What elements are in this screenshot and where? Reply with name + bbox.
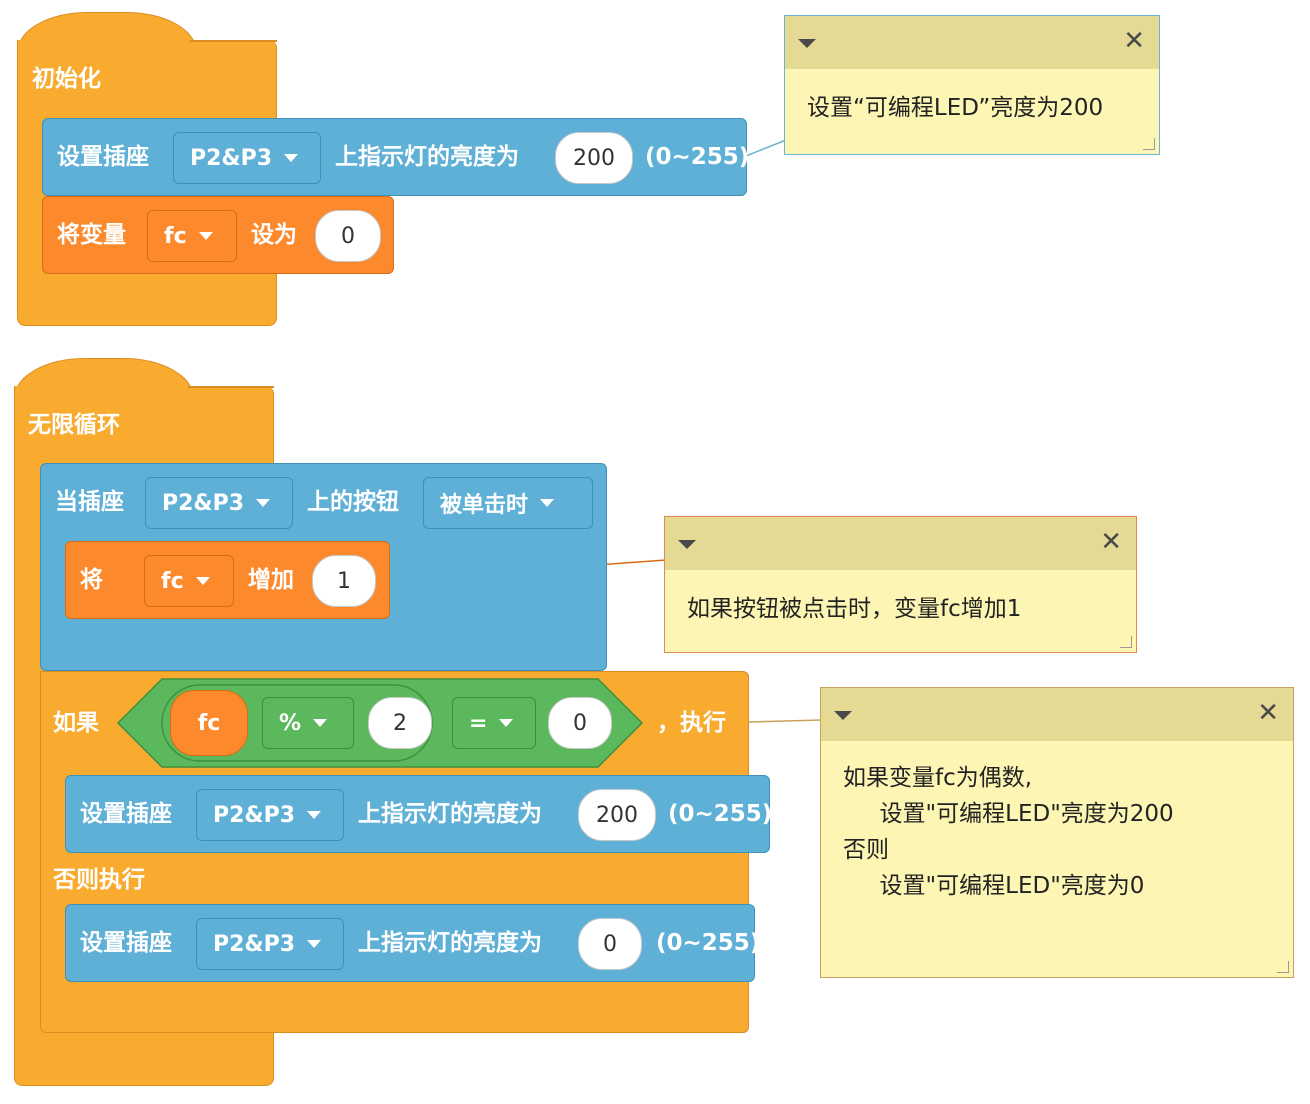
loop-hat-label: 无限循环 [28, 412, 120, 438]
chevron-down-icon [284, 154, 299, 162]
increase-value-input[interactable]: 1 [312, 555, 376, 607]
else-label: 否则执行 [53, 867, 145, 893]
variable-value-input[interactable]: 0 [315, 210, 381, 262]
modulo-value-input[interactable]: 2 [368, 697, 432, 749]
equals-operator-dropdown[interactable]: = [452, 697, 536, 749]
comment-box-2[interactable]: ✕ 如果按钮被点击时，变量fc增加1 [664, 516, 1137, 653]
chevron-down-icon [307, 940, 322, 948]
when-port-label: 当插座 [55, 489, 124, 515]
comment-box-1[interactable]: ✕ 设置“可编程LED”亮度为200 [784, 15, 1160, 155]
brightness-input[interactable]: 0 [578, 918, 642, 970]
equals-value-input[interactable]: 0 [548, 697, 612, 749]
port-dropdown[interactable]: P2&P3 [173, 132, 321, 184]
close-icon[interactable]: ✕ [1100, 527, 1122, 557]
chevron-down-icon [313, 719, 328, 727]
comment-header[interactable] [665, 517, 1136, 570]
resize-grip-icon[interactable] [1277, 961, 1289, 973]
close-icon[interactable]: ✕ [1257, 698, 1279, 728]
comment-text[interactable]: 如果按钮被点击时，变量fc增加1 [687, 596, 1022, 622]
set-variable-label: 将变量 [57, 222, 126, 248]
variable-reporter[interactable]: fc [170, 690, 248, 756]
triangle-down-icon[interactable] [678, 540, 696, 549]
range-label: (0~255) [668, 801, 773, 827]
port-dropdown[interactable]: P2&P3 [196, 918, 344, 970]
chevron-down-icon [256, 499, 271, 507]
range-label: (0~255) [645, 144, 750, 170]
event-dropdown[interactable]: 被单击时 [423, 477, 593, 529]
set-led-label: 设置插座 [57, 144, 149, 170]
variable-dropdown[interactable]: fc [147, 210, 237, 262]
modulo-operator-dropdown[interactable]: % [262, 697, 354, 749]
triangle-down-icon[interactable] [798, 39, 816, 48]
button-label: 上的按钮 [307, 489, 399, 515]
set-to-label: 设为 [251, 222, 297, 248]
resize-grip-icon[interactable] [1120, 636, 1132, 648]
chevron-down-icon [195, 577, 210, 585]
brightness-input[interactable]: 200 [578, 789, 656, 841]
if-label: 如果 [53, 710, 99, 736]
then-label: ，执行 [657, 710, 726, 736]
resize-grip-icon[interactable] [1143, 138, 1155, 150]
comment-box-3[interactable]: ✕ 如果变量fc为偶数, 设置"可编程LED"亮度为200 否则 设置"可编程L… [820, 687, 1294, 978]
chevron-down-icon [499, 719, 514, 727]
port-dropdown[interactable]: P2&P3 [145, 477, 293, 529]
brightness-label: 上指示灯的亮度为 [335, 144, 519, 170]
change-variable-block[interactable]: 将 fc 增加 1 [65, 541, 390, 619]
then-set-led-block[interactable]: 设置插座 P2&P3 上指示灯的亮度为 200 (0~255) [65, 775, 773, 853]
close-icon[interactable]: ✕ [1123, 26, 1145, 56]
port-dropdown[interactable]: P2&P3 [196, 789, 344, 841]
comment-text[interactable]: 设置“可编程LED”亮度为200 [807, 95, 1104, 121]
comment-header[interactable] [821, 688, 1293, 741]
brightness-input[interactable]: 200 [555, 132, 633, 184]
change-label: 将 [80, 567, 103, 593]
chevron-down-icon [540, 499, 555, 507]
set-led-block[interactable]: 设置插座 P2&P3 上指示灯的亮度为 200 (0~255) [42, 118, 750, 196]
chevron-down-icon [307, 811, 322, 819]
brightness-label: 上指示灯的亮度为 [358, 930, 542, 956]
set-variable-block[interactable]: 将变量 fc 设为 0 [42, 196, 394, 274]
set-led-label: 设置插座 [80, 930, 172, 956]
range-label: (0~255) [656, 930, 761, 956]
comment-text[interactable]: 如果变量fc为偶数, 设置"可编程LED"亮度为200 否则 设置"可编程LED… [843, 765, 1174, 899]
set-led-label: 设置插座 [80, 801, 172, 827]
variable-dropdown[interactable]: fc [144, 555, 234, 607]
chevron-down-icon [198, 232, 213, 240]
else-set-led-block[interactable]: 设置插座 P2&P3 上指示灯的亮度为 0 (0~255) [65, 904, 760, 982]
comment-header[interactable] [785, 16, 1159, 69]
triangle-down-icon[interactable] [834, 711, 852, 720]
increase-label: 增加 [248, 567, 294, 593]
brightness-label: 上指示灯的亮度为 [358, 801, 542, 827]
init-hat-label: 初始化 [32, 66, 101, 92]
